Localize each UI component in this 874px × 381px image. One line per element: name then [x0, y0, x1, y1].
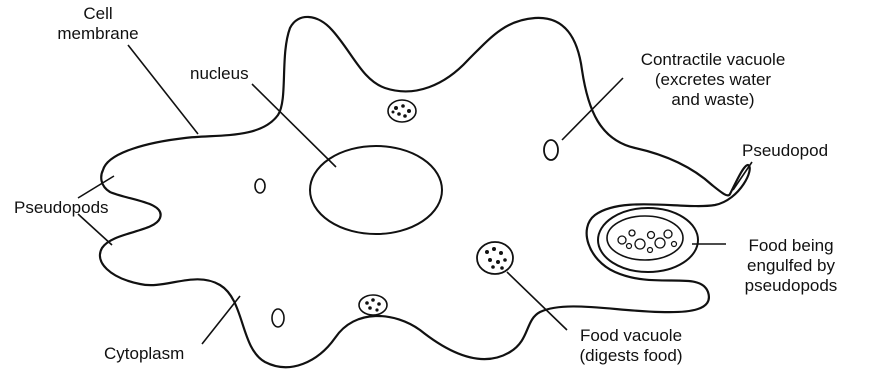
food-being-engulfed-shape	[598, 208, 698, 272]
label-nucleus: nucleus	[190, 64, 249, 84]
leader-line-pseudopods-lower	[78, 214, 112, 245]
label-contractile-vacuole: Contractile vacuole (excretes water and …	[608, 50, 818, 110]
label-food-vacuole-line2: (digests food)	[556, 346, 706, 366]
food-particle-cluster-top	[388, 100, 416, 122]
contractile-vacuole-shape	[544, 140, 558, 160]
label-contractile-vacuole-line1: Contractile vacuole	[608, 50, 818, 70]
label-cell-membrane-line1: Cell	[38, 4, 158, 24]
food-particle-cluster-bottom	[359, 295, 387, 315]
nucleus-shape	[310, 146, 442, 234]
label-cell-membrane: Cell membrane	[38, 4, 158, 44]
label-food-vacuole: Food vacuole (digests food)	[556, 326, 706, 366]
label-cytoplasm: Cytoplasm	[104, 344, 184, 364]
label-contractile-vacuole-line3: and waste)	[608, 90, 818, 110]
label-food-engulfed-line2: engulfed by	[716, 256, 866, 276]
label-contractile-vacuole-line2: (excretes water	[608, 70, 818, 90]
small-vacuole-shape	[255, 179, 265, 193]
leader-line-cytoplasm	[202, 296, 240, 344]
label-food-vacuole-line1: Food vacuole	[556, 326, 706, 346]
label-cell-membrane-line2: membrane	[38, 24, 158, 44]
label-food-engulfed-line1: Food being	[716, 236, 866, 256]
leader-line-cell-membrane	[128, 45, 198, 134]
label-food-engulfed-line3: pseudopods	[716, 276, 866, 296]
label-food-being-engulfed: Food being engulfed by pseudopods	[716, 236, 866, 296]
food-vacuole-shape	[477, 242, 513, 274]
label-pseudopods: Pseudopods	[14, 198, 109, 218]
leader-line-food-vacuole	[507, 272, 567, 330]
leader-line-pseudopods-upper	[78, 176, 114, 198]
label-pseudopod: Pseudopod	[742, 141, 828, 161]
small-vacuole-shape	[272, 309, 284, 327]
